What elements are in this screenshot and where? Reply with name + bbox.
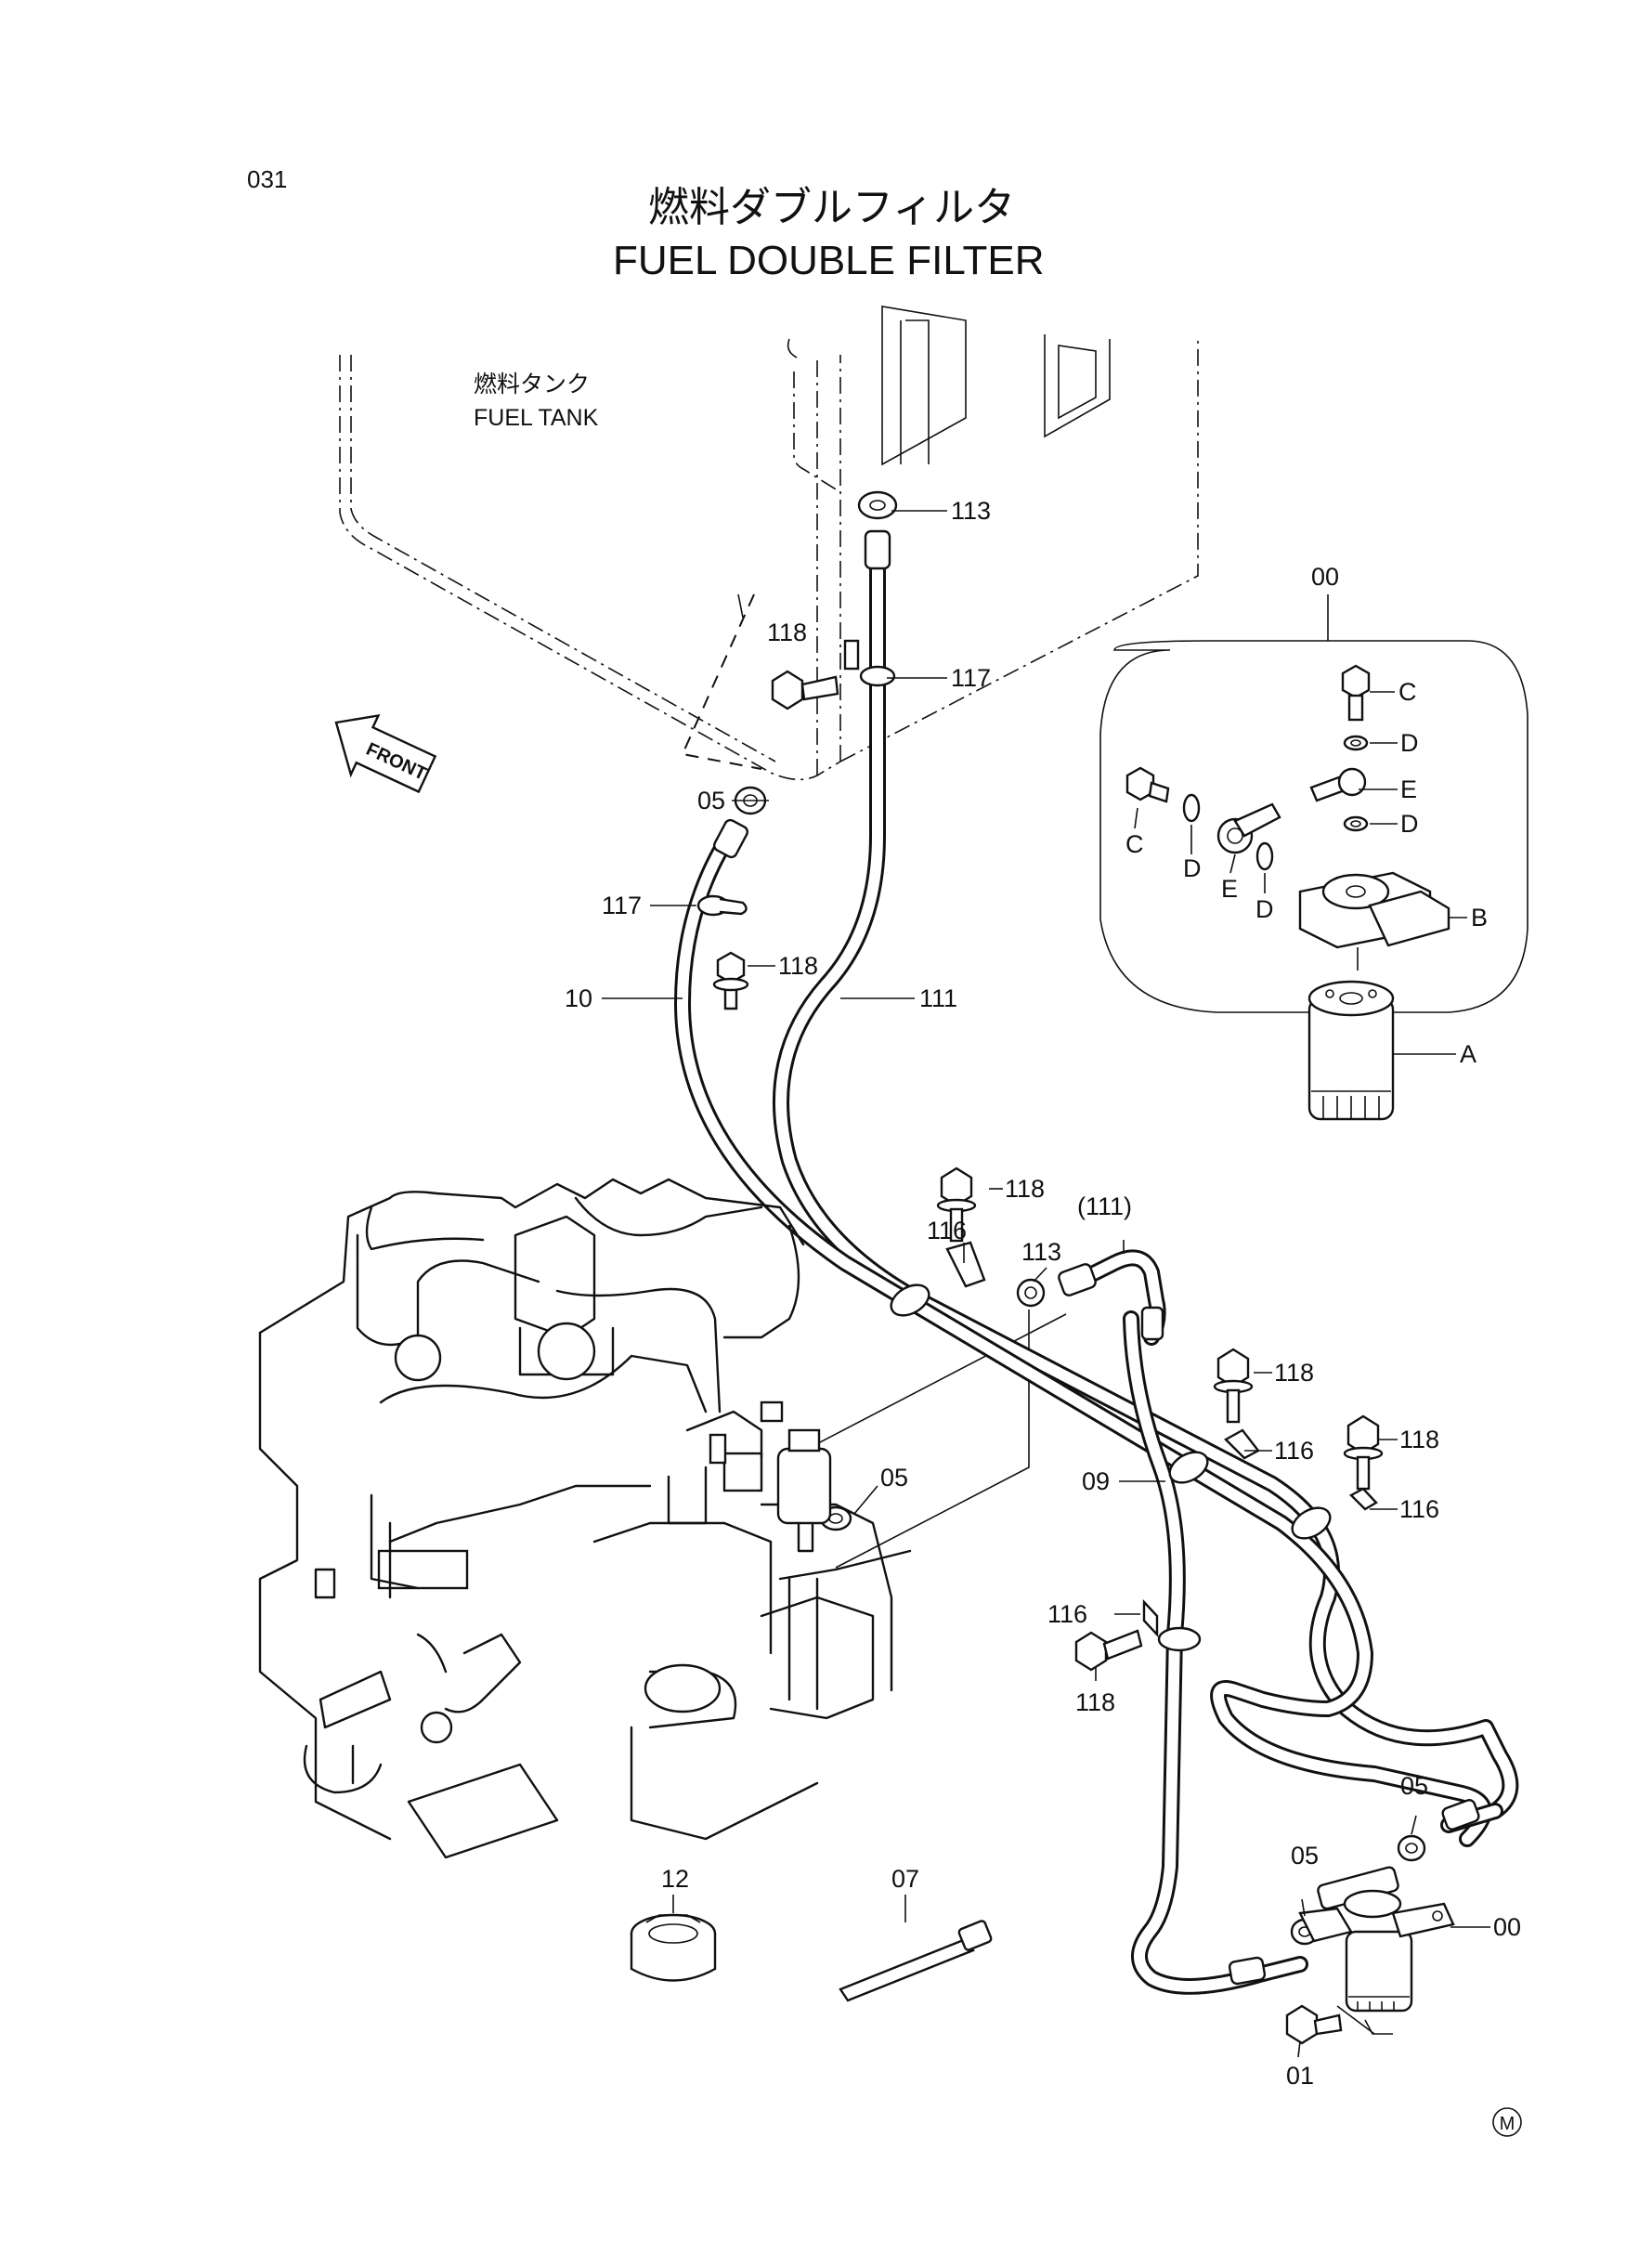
callout-111: 111: [919, 984, 957, 1012]
detail-label-c-left: C: [1125, 830, 1144, 858]
callout-12: 12: [661, 1865, 689, 1893]
callout-01: 01: [1286, 2062, 1314, 2090]
bolts-118: [712, 670, 1384, 2045]
callout-10: 10: [565, 984, 592, 1012]
callout-116-r1: 116: [1274, 1437, 1314, 1465]
callout-118-clamp1: 118: [1005, 1175, 1045, 1203]
part-12-cap: [630, 1913, 717, 1982]
callout-111-paren: (111): [1077, 1192, 1132, 1220]
leader-lines: [602, 510, 1490, 2058]
callout-116-r2: 116: [1399, 1495, 1439, 1523]
circled-m-mark: M: [1492, 2107, 1522, 2137]
callout-113-top: 113: [951, 497, 991, 525]
callout-118-low: 118: [1075, 1688, 1115, 1716]
detail-label-c-right: C: [1398, 678, 1417, 706]
callout-117-left: 117: [602, 892, 642, 919]
hose-09: [1123, 1310, 1271, 1995]
callout-116-1: 116: [927, 1217, 967, 1244]
callout-05-r2: 05: [1291, 1842, 1319, 1870]
callout-07: 07: [891, 1865, 919, 1893]
leader-engine-hose: [798, 1313, 1067, 1454]
detail-label-d-2: D: [1400, 810, 1419, 838]
fuel-tank: [339, 306, 1199, 781]
filter-detail-panel: [1099, 594, 1528, 1121]
title-english: FUEL DOUBLE FILTER: [613, 238, 1045, 283]
callout-118-tank: 118: [767, 619, 807, 646]
fuel-tank-label-jp: 燃料タンク: [474, 371, 590, 397]
fuel-tank-label-en: FUEL TANK: [474, 405, 599, 431]
callout-117-right: 117: [951, 664, 991, 692]
hose-111: [773, 547, 1519, 1819]
callout-00-bottom: 00: [1493, 1913, 1521, 1941]
callout-118-r2: 118: [1399, 1426, 1439, 1453]
page-code: 031: [247, 165, 287, 193]
callout-09: 09: [1082, 1467, 1110, 1495]
callout-118-r1: 118: [1274, 1359, 1314, 1387]
double-filter-assembly: [1298, 1866, 1455, 2035]
detail-label-e-right: E: [1400, 775, 1417, 803]
clamps: [696, 639, 1378, 1652]
front-arrow-icon: FRONT: [334, 713, 437, 794]
detail-label-d-left2: D: [1255, 895, 1274, 923]
callout-05-engine: 05: [880, 1464, 908, 1492]
mark-letter: M: [1500, 2114, 1515, 2134]
hose-end-fittings: [712, 529, 1480, 1986]
engine: [258, 1178, 912, 1859]
title-japanese: 燃料ダブルフィルタ: [648, 185, 1015, 230]
callout-05-r1: 05: [1400, 1772, 1428, 1800]
callout-05-top: 05: [697, 787, 725, 814]
callout-00-top: 00: [1311, 563, 1339, 591]
detail-label-a: A: [1460, 1040, 1476, 1068]
detail-label-e-left: E: [1221, 875, 1238, 903]
part-07-tie: [839, 1920, 993, 2002]
detail-label-b: B: [1471, 904, 1488, 932]
callout-118-mid: 118: [778, 952, 818, 980]
hose-10: [674, 827, 1492, 1847]
detail-label-d-1: D: [1400, 729, 1419, 757]
callout-116-low: 116: [1047, 1600, 1087, 1628]
detail-label-d-left: D: [1183, 854, 1202, 882]
callout-113-mid: 113: [1021, 1238, 1061, 1266]
leader-dashed-tank: [681, 593, 762, 770]
